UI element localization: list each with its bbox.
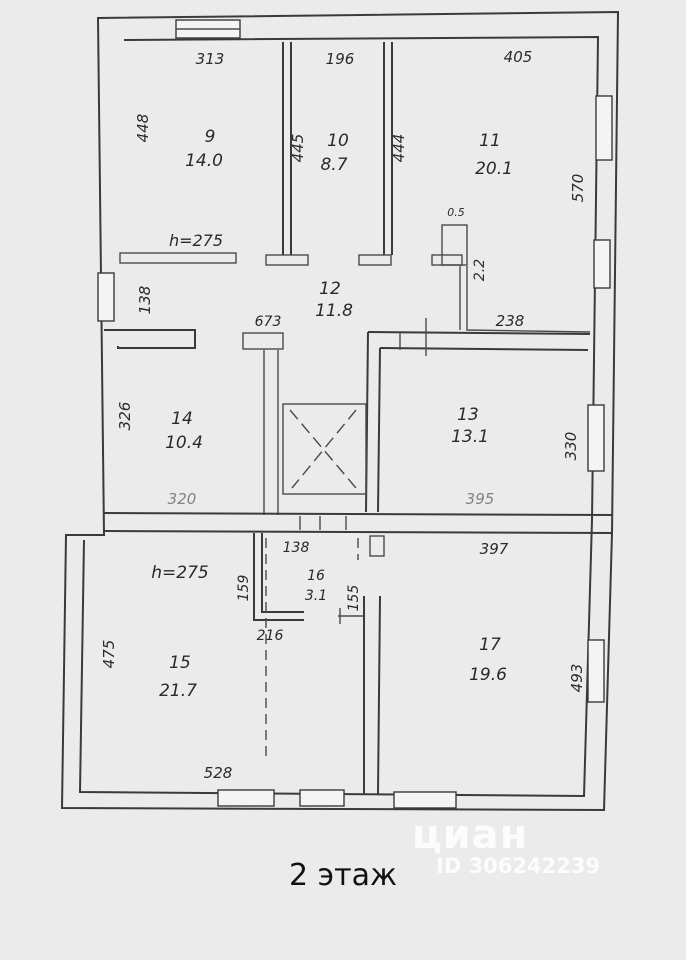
dim-2-2: 2.2 (472, 259, 488, 281)
dim-216: 216 (257, 628, 284, 644)
wall-stub-12 (242, 332, 284, 350)
room-12: 12 11.8 (315, 279, 353, 321)
window-left (97, 272, 115, 322)
room-15-number: 15 (169, 653, 191, 673)
room-16: 16 3.1 (305, 568, 327, 604)
dim-155: 155 (346, 585, 362, 612)
dim-445: 445 (289, 134, 307, 163)
window-right-3 (587, 404, 605, 472)
room-10: 10 8.7 (320, 131, 348, 175)
window-bottom-1 (217, 789, 275, 807)
room-17: 17 19.6 (469, 635, 507, 685)
wall-14-right (263, 350, 279, 515)
wall-15-16 (253, 533, 304, 621)
dim-138-lower: 138 (283, 540, 310, 556)
wall-stub-10 (265, 254, 309, 266)
window-bottom-3 (393, 791, 457, 809)
window-right-4 (587, 639, 605, 703)
wall-stub-9 (119, 252, 237, 264)
dim-475: 475 (100, 640, 118, 669)
room-14-number: 14 (171, 409, 193, 429)
chimney (441, 224, 468, 266)
dim-397: 397 (480, 540, 509, 558)
wall-15-17 (363, 595, 381, 795)
wall-mid-2 (103, 530, 613, 534)
dim-0-5: 0.5 (447, 206, 465, 219)
stair-lines-lower (265, 538, 359, 760)
height-top: h=275 (169, 231, 223, 250)
door-13 (399, 318, 427, 356)
window-right-1 (595, 95, 613, 161)
room-12-number: 12 (319, 279, 341, 299)
watermark-brand: циан (412, 812, 529, 858)
dim-444: 444 (390, 134, 408, 163)
watermark-id: ID 306242239 (436, 854, 601, 878)
room-9: 9 14.0 (185, 127, 223, 171)
room-14-area: 10.4 (165, 433, 203, 453)
room-9-area: 14.0 (185, 151, 223, 171)
wall-stub-10b (358, 254, 392, 266)
dim-326: 326 (116, 402, 134, 431)
room-17-area: 19.6 (469, 665, 507, 685)
wall-13-top (367, 331, 591, 351)
partition-9-10 (282, 42, 292, 255)
wall-14-top (104, 329, 196, 349)
room-15-area: 21.7 (159, 681, 197, 701)
partition-10-11 (383, 42, 393, 255)
dim-238: 238 (496, 312, 525, 330)
dim-528: 528 (204, 764, 233, 782)
room-11: 11 20.1 (475, 131, 513, 179)
dim-196: 196 (326, 50, 355, 68)
room-14: 14 10.4 (165, 409, 203, 453)
dim-405: 405 (504, 48, 533, 66)
room-15: 15 21.7 (159, 653, 197, 701)
dim-673: 673 (255, 314, 282, 330)
wall-mid-1 (103, 512, 613, 516)
dim-493: 493 (568, 664, 586, 693)
door-marks-mid (299, 516, 347, 530)
room-17-number: 17 (479, 635, 501, 655)
dim-313: 313 (196, 50, 225, 68)
door-16 (338, 608, 364, 624)
room-13: 13 13.1 (451, 405, 489, 447)
stair-well (282, 403, 367, 495)
floor-caption: 2 этаж (289, 858, 397, 893)
wall-stub-lower (369, 535, 385, 557)
room-10-area: 8.7 (320, 155, 347, 175)
room-9-number: 9 (205, 127, 216, 147)
dim-320: 320 (168, 490, 197, 508)
cian-watermark: циан ID 306242239 (412, 812, 652, 878)
room-11-area: 20.1 (475, 159, 513, 179)
room-16-number: 16 (307, 568, 325, 584)
room-11-number: 11 (479, 131, 501, 151)
dim-448: 448 (134, 114, 152, 143)
dim-395: 395 (466, 490, 495, 508)
dim-570: 570 (569, 174, 587, 203)
dim-330: 330 (562, 432, 580, 461)
wall-11-12 (459, 266, 591, 333)
outer-wall (60, 10, 620, 812)
room-13-number: 13 (457, 405, 479, 425)
window-bottom-2 (299, 789, 345, 807)
room-16-area: 3.1 (305, 588, 327, 604)
height-bottom: h=275 (151, 563, 208, 583)
dim-138-upper: 138 (136, 286, 154, 315)
room-13-area: 13.1 (451, 427, 489, 447)
room-10-number: 10 (327, 131, 349, 151)
window-right-2 (593, 239, 611, 289)
room-12-area: 11.8 (315, 301, 353, 321)
dim-159: 159 (236, 575, 252, 602)
